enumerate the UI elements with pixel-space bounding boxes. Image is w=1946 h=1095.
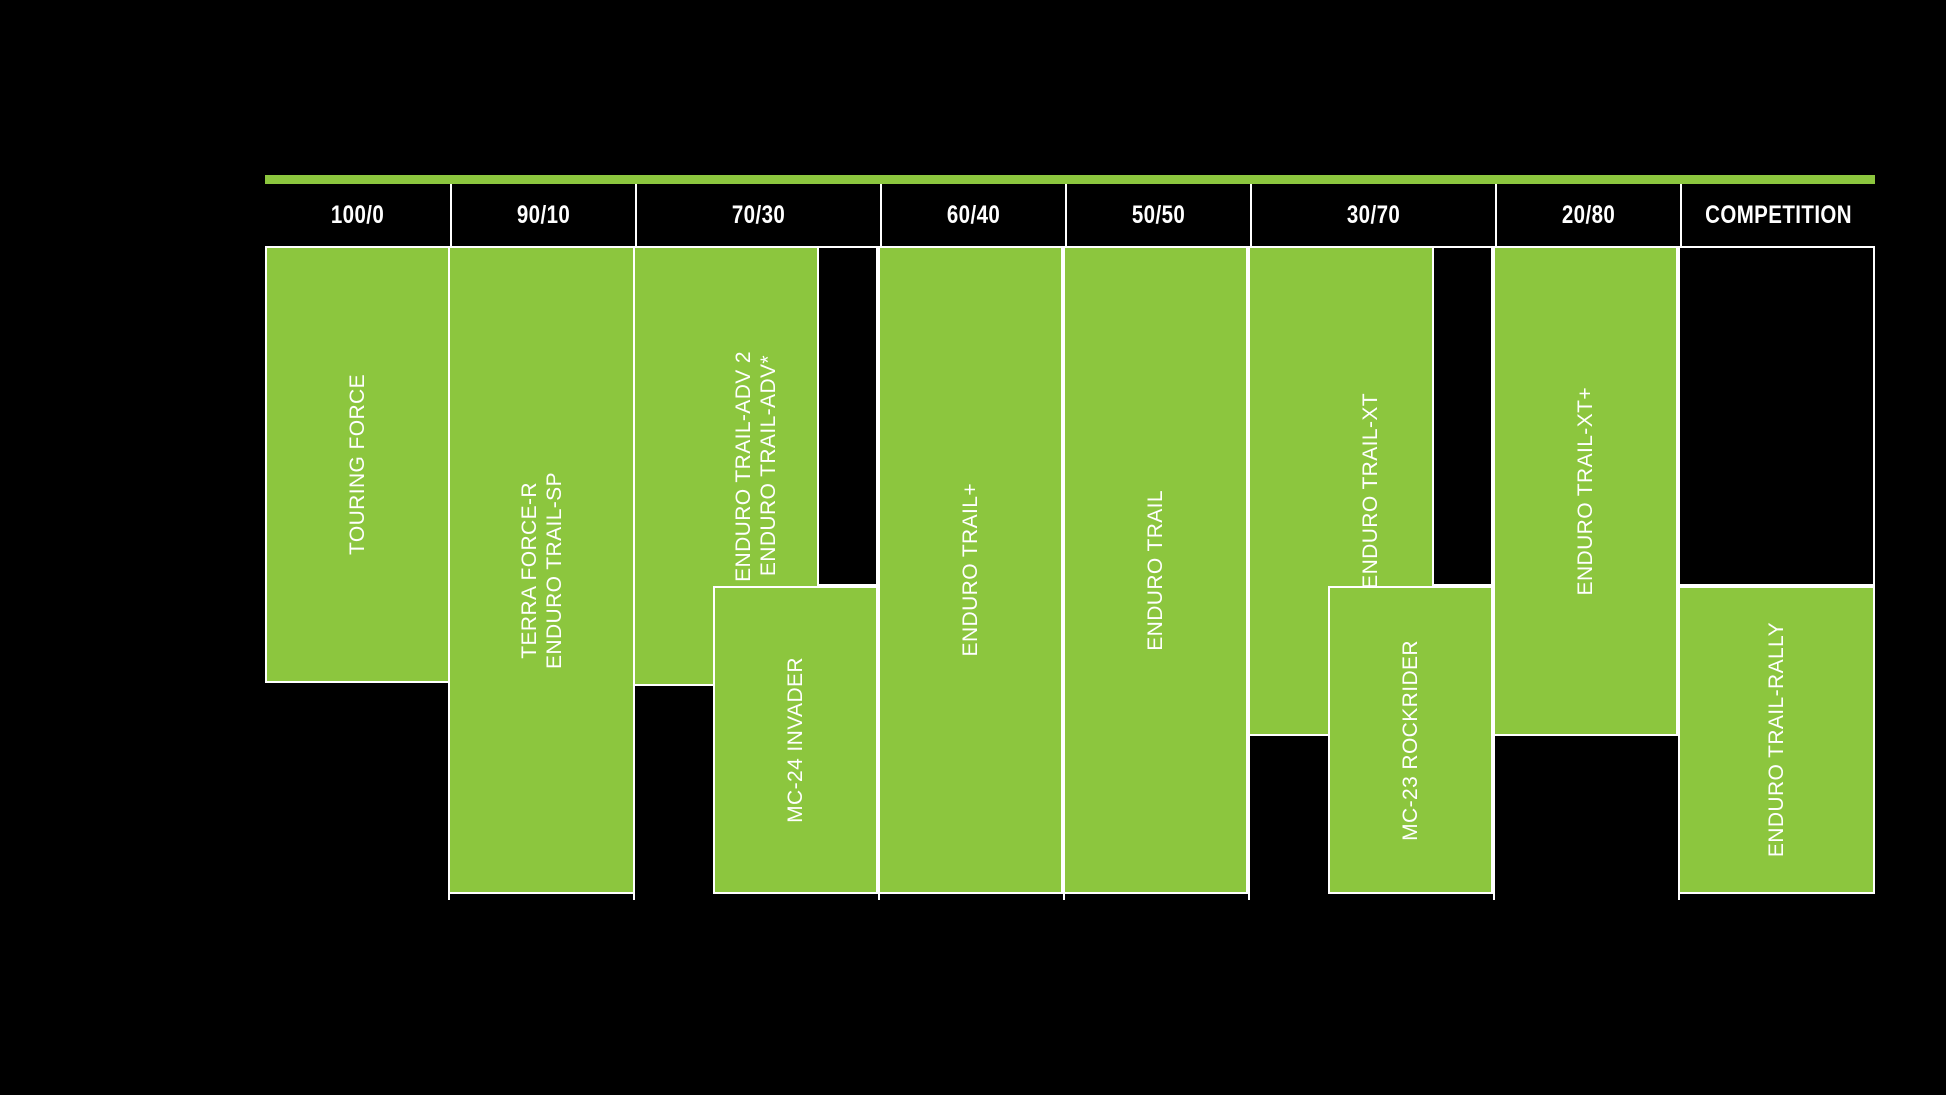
bar-label: ENDURO TRAIL-SP xyxy=(542,471,566,669)
bar-label: TERRA FORCE-R xyxy=(517,481,541,659)
bar-label: ENDURO TRAIL-XT+ xyxy=(1574,386,1597,596)
notch-70-30 xyxy=(817,246,878,586)
header-cell-50-50[interactable]: 50/50 xyxy=(1065,184,1250,246)
bar-label: ENDURO TRAIL-RALLY xyxy=(1765,622,1788,858)
header-label: COMPETITION xyxy=(1705,200,1852,229)
plot-area: TOURING FORCE TERRA FORCE-R ENDURO TRAIL… xyxy=(265,246,1875,900)
bar-label-group: ENDURO TRAIL xyxy=(1065,248,1246,892)
header-label: 60/40 xyxy=(946,200,1001,229)
header-cell-60-40[interactable]: 60/40 xyxy=(880,184,1065,246)
bar-label-group: ENDURO TRAIL-XT+ xyxy=(1495,248,1676,734)
bar-label: TOURING FORCE xyxy=(346,374,369,555)
bar-label: ENDURO TRAIL xyxy=(1144,489,1167,651)
bar-label: MC-23 ROCKRIDER xyxy=(1399,639,1422,841)
bar-enduro-trail-rally[interactable]: ENDURO TRAIL-RALLY xyxy=(1678,586,1875,894)
tire-range-chart: 100/0 90/10 70/30 60/40 50/50 30/70 20/8… xyxy=(265,175,1875,900)
header-cell-90-10[interactable]: 90/10 xyxy=(450,184,635,246)
bar-label-group: MC-24 INVADER xyxy=(715,588,876,892)
header-label: 30/70 xyxy=(1346,200,1401,229)
header-label: 100/0 xyxy=(330,200,385,229)
header-cell-30-70[interactable]: 30/70 xyxy=(1250,184,1495,246)
bar-touring-force[interactable]: TOURING FORCE xyxy=(265,246,450,683)
header-cell-competition[interactable]: COMPETITION xyxy=(1680,184,1875,246)
bar-label: ENDURO TRAIL+ xyxy=(959,483,982,657)
bar-label-group: MC-23 ROCKRIDER xyxy=(1330,588,1491,892)
notch-30-70 xyxy=(1432,246,1493,586)
bar-label: ENDURO TRAIL-ADV* xyxy=(756,355,780,577)
bar-label: ENDURO TRAIL-XT xyxy=(1359,393,1382,589)
bar-label-group: TOURING FORCE xyxy=(267,248,448,681)
header-cell-100-0[interactable]: 100/0 xyxy=(265,184,450,246)
bar-label-group: TERRA FORCE-R ENDURO TRAIL-SP xyxy=(450,248,633,892)
header-label: 20/80 xyxy=(1561,200,1616,229)
notch-competition xyxy=(1678,246,1875,586)
header-cell-20-80[interactable]: 20/80 xyxy=(1495,184,1680,246)
category-header-row: 100/0 90/10 70/30 60/40 50/50 30/70 20/8… xyxy=(265,184,1875,246)
bar-enduro-trail[interactable]: ENDURO TRAIL xyxy=(1063,246,1248,894)
header-cell-70-30[interactable]: 70/30 xyxy=(635,184,880,246)
bar-mc-23-rockrider[interactable]: MC-23 ROCKRIDER xyxy=(1328,586,1493,894)
bar-mc-24-invader[interactable]: MC-24 INVADER xyxy=(713,586,878,894)
bar-enduro-trail-plus[interactable]: ENDURO TRAIL+ xyxy=(878,246,1063,894)
bar-enduro-trail-xt-plus[interactable]: ENDURO TRAIL-XT+ xyxy=(1493,246,1678,736)
bar-terra-force-r[interactable]: TERRA FORCE-R ENDURO TRAIL-SP xyxy=(448,246,635,894)
header-label: 70/30 xyxy=(731,200,786,229)
header-label: 90/10 xyxy=(516,200,571,229)
top-accent-rule xyxy=(265,175,1875,184)
bar-label: MC-24 INVADER xyxy=(784,657,807,823)
bar-label-group: ENDURO TRAIL-RALLY xyxy=(1680,588,1873,892)
bar-label: ENDURO TRAIL-ADV 2 xyxy=(731,350,755,582)
header-label: 50/50 xyxy=(1131,200,1186,229)
bar-label-group: ENDURO TRAIL+ xyxy=(880,248,1061,892)
